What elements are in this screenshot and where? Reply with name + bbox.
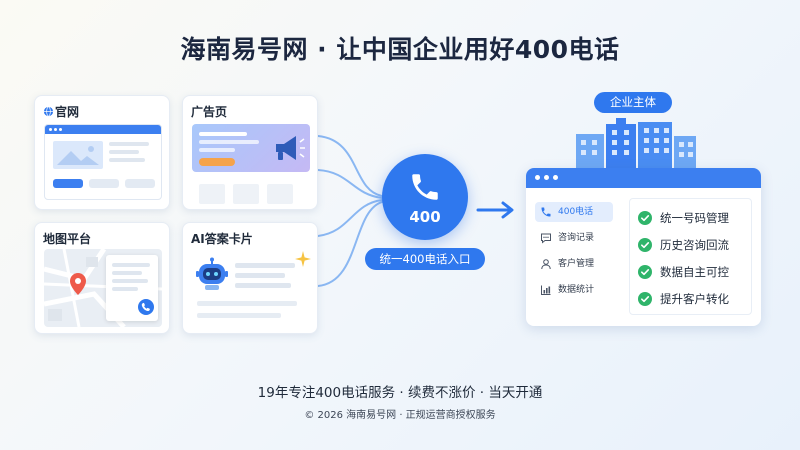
sidebar-item-label: 客户管理 bbox=[558, 259, 595, 269]
enterprise-badge: 企业主体 bbox=[594, 92, 672, 113]
sparkle-icon bbox=[295, 251, 311, 267]
check-circle-icon bbox=[638, 265, 652, 279]
map-platform-card-label: 地图平台 bbox=[43, 232, 92, 246]
map-info-card bbox=[106, 255, 158, 321]
phone-icon bbox=[541, 207, 551, 217]
enterprise-dashboard-window: 400电话 咨询记录 客户管理 数据统计 统一号码管理 历史咨询回流 bbox=[526, 168, 761, 326]
map-pin-icon bbox=[70, 273, 86, 295]
feature-item: 数据自主可控 bbox=[638, 263, 753, 281]
feature-item: 统一号码管理 bbox=[638, 209, 753, 227]
check-circle-icon bbox=[638, 292, 652, 306]
phone-number-400: 400 bbox=[409, 208, 441, 226]
check-circle-icon bbox=[638, 238, 652, 252]
buildings-icon bbox=[576, 118, 696, 170]
sidebar-item-label: 400电话 bbox=[558, 207, 594, 217]
sidebar-item-label: 咨询记录 bbox=[558, 233, 595, 243]
ad-page-card[interactable]: 广告页 bbox=[182, 95, 318, 210]
bar-chart-icon bbox=[541, 285, 551, 295]
ai-answer-card-label: AI答案卡片 bbox=[191, 232, 253, 246]
unified-400-phone-button[interactable]: 400 bbox=[382, 154, 468, 240]
ad-banner bbox=[192, 124, 310, 172]
image-placeholder-icon bbox=[53, 141, 103, 169]
map-preview bbox=[44, 249, 162, 327]
feature-list: 统一号码管理 历史咨询回流 数据自主可控 提升客户转化 bbox=[629, 198, 752, 315]
ai-answer-card[interactable]: AI答案卡片 bbox=[182, 222, 318, 334]
arrow-icon bbox=[476, 201, 514, 219]
website-preview bbox=[44, 124, 162, 200]
chat-icon bbox=[541, 233, 551, 244]
sidebar-item-consult-records[interactable]: 咨询记录 bbox=[535, 228, 613, 248]
feature-item: 历史咨询回流 bbox=[638, 236, 753, 254]
service-tagline: 19年专注400电话服务 · 续费不涨价 · 当天开通 bbox=[257, 385, 543, 401]
sidebar-item-customer-management[interactable]: 客户管理 bbox=[535, 254, 613, 274]
unified-entry-badge[interactable]: 统一400电话入口 bbox=[365, 248, 485, 270]
feature-item: 提升客户转化 bbox=[638, 290, 753, 308]
check-circle-icon bbox=[638, 211, 652, 225]
page-title: 海南易号网 · 让中国企业用好400电话 bbox=[180, 35, 620, 64]
website-card-title: 官网 bbox=[43, 103, 79, 120]
sidebar-item-label: 数据统计 bbox=[558, 285, 595, 295]
website-card[interactable]: 官网 bbox=[34, 95, 170, 210]
robot-icon bbox=[196, 257, 228, 290]
ad-page-card-label: 广告页 bbox=[191, 105, 228, 119]
window-title-bar bbox=[526, 168, 761, 188]
megaphone-icon bbox=[276, 136, 305, 160]
copyright-notice: © 2026 海南易号网 · 正规运营商授权服务 bbox=[304, 410, 496, 421]
user-icon bbox=[541, 259, 551, 270]
sidebar-item-data-statistics[interactable]: 数据统计 bbox=[535, 280, 613, 300]
website-card-label: 官网 bbox=[55, 105, 80, 119]
sidebar-item-400-phone[interactable]: 400电话 bbox=[535, 202, 613, 222]
phone-icon bbox=[138, 299, 154, 315]
phone-icon bbox=[412, 174, 438, 200]
globe-icon bbox=[43, 106, 54, 117]
map-platform-card[interactable]: 地图平台 bbox=[34, 222, 170, 334]
